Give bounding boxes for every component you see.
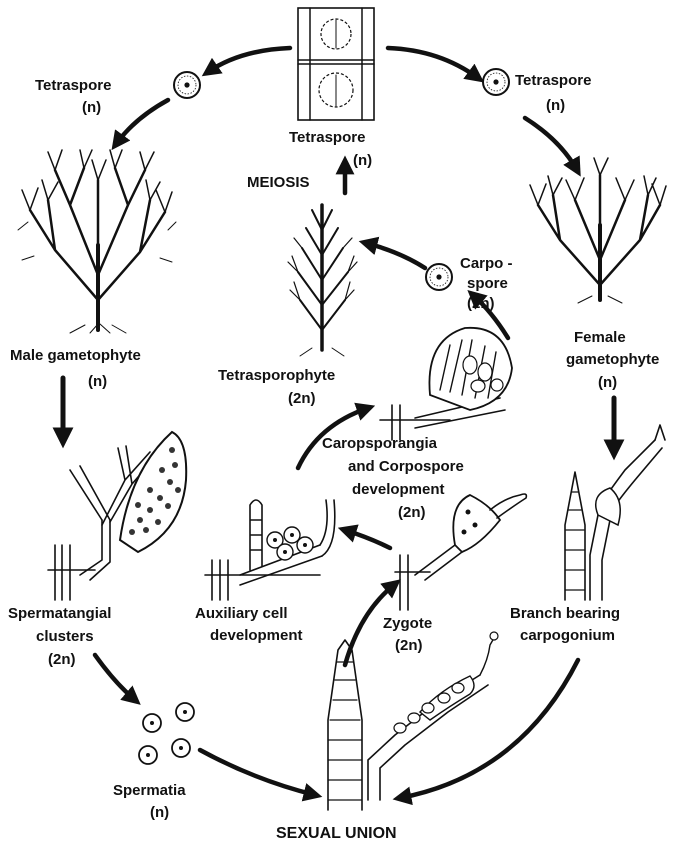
- spermatangial-label-1: Spermatangial: [8, 605, 111, 622]
- zygote-label: Zygote: [383, 615, 432, 632]
- arrow-zygote-to-auxiliary: [345, 530, 390, 548]
- arrow-spermatia-to-union: [200, 750, 315, 795]
- tetrasporophyte-ploidy: (2n): [288, 390, 316, 407]
- tetraspore-filament: [298, 8, 374, 120]
- carposporangia-ploidy: (2n): [398, 504, 426, 521]
- tetrasporophyte-plant: [288, 205, 357, 356]
- tetraspore-right-cell: [483, 69, 509, 95]
- tetraspore-center-ploidy: (n): [353, 152, 372, 169]
- tetraspore-left-cell: [174, 72, 200, 98]
- sexual-union-structure: [328, 632, 498, 810]
- auxiliary-label-2: development: [210, 627, 303, 644]
- sexual-union-label: SEXUAL UNION: [276, 825, 397, 842]
- spermatangial-label-2: clusters: [36, 628, 94, 645]
- arrow-to-female-gametophyte: [525, 118, 577, 170]
- spermatia-ploidy: (n): [150, 804, 169, 821]
- carpospore-cell: [426, 264, 452, 290]
- arrow-spermatangia-to-spermatia: [95, 655, 135, 700]
- spermatia-cells: [139, 703, 194, 764]
- tetraspore-right-ploidy: (n): [546, 97, 565, 114]
- female-gametophyte-label-1: Female: [574, 329, 626, 346]
- carpospore-label-2: spore: [467, 275, 508, 292]
- carposporangia-label-3: development: [352, 481, 445, 498]
- male-gametophyte-plant: [18, 150, 176, 333]
- male-gametophyte-ploidy: (n): [88, 373, 107, 390]
- carposporangia-label-2: and Corpospore: [348, 458, 464, 475]
- arrow-carpospore-to-tetrasporophyte: [366, 243, 425, 268]
- carposporangia-structure: [380, 328, 512, 440]
- branch-label-1: Branch bearing: [510, 605, 620, 622]
- female-gametophyte-label-2: gametophyte: [566, 351, 659, 368]
- carpospore-label-1: Carpo -: [460, 255, 513, 272]
- carposporangia-label-1: Caropsporangia: [322, 435, 438, 452]
- spermatangial-ploidy: (2n): [48, 651, 76, 668]
- tetraspore-center-label: Tetraspore: [289, 129, 365, 146]
- arrow-to-right-tetraspore: [388, 48, 478, 78]
- labels: Tetraspore (n) Tetraspore (n) Tetraspore…: [8, 72, 659, 842]
- zygote-ploidy: (2n): [395, 637, 423, 654]
- auxiliary-cell-structure: [205, 500, 335, 600]
- tetraspore-left-ploidy: (n): [82, 99, 101, 116]
- arrow-to-male-gametophyte: [116, 100, 168, 144]
- tetraspore-left-label: Tetraspore: [35, 77, 111, 94]
- carpospore-ploidy: (2n): [467, 295, 495, 312]
- spermatia-label: Spermatia: [113, 782, 186, 799]
- tetrasporophyte-label: Tetrasporophyte: [218, 367, 335, 384]
- branch-label-2: carpogonium: [520, 627, 615, 644]
- auxiliary-label-1: Auxiliary cell: [195, 605, 288, 622]
- female-gametophyte-ploidy: (n): [598, 374, 617, 391]
- female-gametophyte-plant: [530, 158, 666, 303]
- meiosis-label: MEIOSIS: [247, 174, 310, 191]
- male-gametophyte-label: Male gametophyte: [10, 347, 141, 364]
- arrow-to-left-tetraspore: [208, 48, 290, 72]
- spermatangial-structure: [48, 432, 186, 600]
- tetraspore-right-label: Tetraspore: [515, 72, 591, 89]
- arrows: [63, 48, 614, 798]
